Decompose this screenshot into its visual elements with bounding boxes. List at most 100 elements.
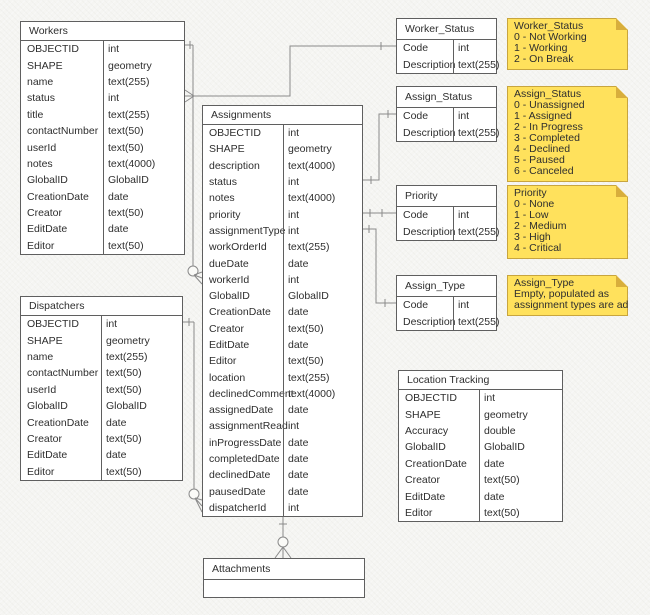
field-name: completedDate — [209, 453, 280, 466]
field-name: CreationDate — [27, 190, 89, 203]
field-type: text(50) — [288, 322, 324, 335]
er-table-attachments: Attachments — [203, 558, 365, 598]
column-divider-line — [453, 108, 454, 141]
table-row: GlobalID GlobalID — [21, 398, 182, 414]
field-name: Editor — [27, 465, 55, 478]
field-name: dueDate — [209, 257, 249, 270]
table-row: workerId int — [203, 272, 362, 288]
field-name: assignedDate — [209, 404, 274, 417]
field-name: EditDate — [405, 490, 446, 503]
note-text-line: 6 - Canceled — [514, 165, 574, 177]
field-name: EditDate — [27, 449, 68, 462]
field-name: userId — [27, 383, 57, 396]
table-title: Assignments — [203, 106, 362, 125]
column-divider-line — [101, 316, 102, 480]
field-type: text(4000) — [288, 387, 336, 400]
note-text-line: 4 - Critical — [514, 242, 562, 254]
field-type: int — [288, 208, 300, 221]
field-type: GlobalID — [108, 174, 149, 187]
table-row: CreationDate date — [21, 189, 184, 205]
note-text-line: assignment types are added — [514, 299, 646, 311]
table-row: EditDate date — [21, 447, 182, 463]
field-name: SHAPE — [27, 59, 63, 72]
field-name: Editor — [209, 355, 237, 368]
field-type: int — [288, 420, 300, 433]
field-name: Code — [403, 209, 429, 222]
field-type: int — [288, 127, 300, 140]
note-text-line: Priority — [514, 187, 547, 199]
note-text-line: 3 - Completed — [514, 132, 580, 144]
note-folded-corner-icon — [616, 86, 628, 98]
field-name: title — [27, 108, 44, 121]
table-title: Worker_Status — [397, 19, 496, 40]
field-type: date — [484, 490, 505, 503]
field-name: inProgressDate — [209, 436, 282, 449]
note-folded-corner-icon — [616, 18, 628, 30]
field-type: int — [288, 273, 300, 286]
note-text-line: 0 - Not Working — [514, 31, 587, 43]
column-divider-line — [479, 390, 480, 522]
field-name: GlobalID — [27, 400, 68, 413]
field-name: description — [209, 159, 260, 172]
field-type: date — [484, 457, 505, 470]
field-type: text(255) — [108, 108, 150, 121]
note-folded-corner-icon — [616, 275, 628, 287]
field-type: text(255) — [288, 241, 330, 254]
field-name: userId — [27, 141, 57, 154]
table-rows — [204, 580, 364, 597]
field-type: text(50) — [108, 239, 144, 252]
field-type: geometry — [108, 59, 152, 72]
field-type: GlobalID — [106, 400, 147, 413]
field-type: date — [288, 339, 309, 351]
field-type: date — [108, 190, 129, 203]
field-type: int — [458, 299, 470, 312]
column-divider-line — [453, 207, 454, 240]
table-row: SHAPE geometry — [21, 57, 184, 73]
field-type: text(255) — [458, 58, 500, 71]
field-type: int — [106, 318, 118, 331]
field-name: SHAPE — [405, 408, 441, 421]
field-name: contactNumber — [27, 125, 99, 138]
field-type: date — [106, 449, 127, 462]
field-name: Creator — [27, 207, 63, 220]
note-text-line: 1 - Low — [514, 209, 549, 221]
field-name: workerId — [209, 273, 250, 286]
note-text-line: Empty, populated as — [514, 288, 609, 300]
